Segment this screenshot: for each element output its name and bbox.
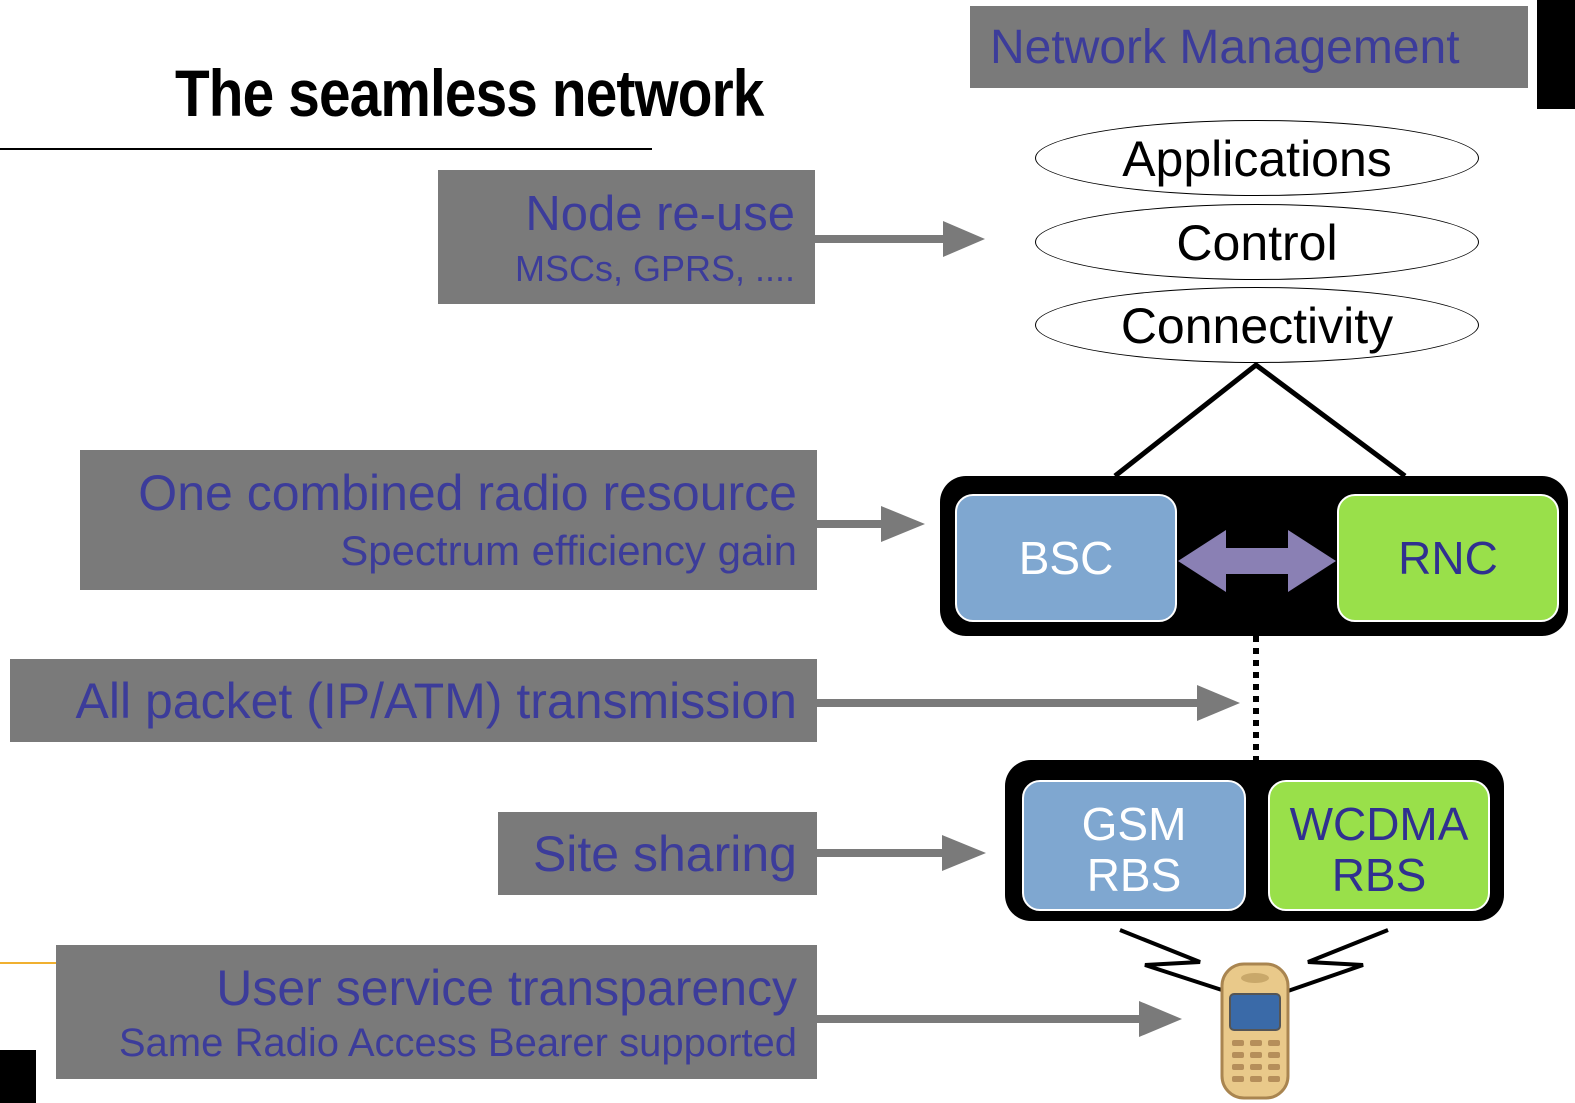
callout-user-transparency: User service transparency Same Radio Acc… bbox=[56, 945, 817, 1079]
callout-packet-transmission-title: All packet (IP/ATM) transmission bbox=[75, 673, 797, 729]
gsm-rbs-line2: RBS bbox=[1086, 848, 1182, 901]
callout-radio-resource-title: One combined radio resource bbox=[138, 465, 797, 521]
wcdma-rbs-line2: RBS bbox=[1331, 848, 1427, 901]
corner-logo-fragment bbox=[1537, 0, 1575, 109]
callout-node-reuse-title: Node re-use bbox=[525, 187, 795, 241]
callout-radio-resource-subtitle: Spectrum efficiency gain bbox=[340, 527, 797, 574]
callout-site-sharing-title: Site sharing bbox=[532, 826, 797, 882]
radio-link-right bbox=[1284, 928, 1389, 994]
callout-user-transparency-title: User service transparency bbox=[216, 960, 797, 1016]
corner-logo-fragment-bottom bbox=[0, 1050, 36, 1103]
gsm-rbs-line1: GSM bbox=[1081, 798, 1187, 850]
gsm-rbs-node: GSM RBS bbox=[1022, 780, 1246, 911]
arrow-packet-transmission bbox=[817, 685, 1240, 721]
callout-user-transparency-subtitle: Same Radio Access Bearer supported bbox=[118, 1021, 797, 1065]
connectivity-branch-lines bbox=[1113, 361, 1407, 479]
arrow-node-reuse bbox=[815, 221, 985, 257]
layer-connectivity: Connectivity bbox=[1035, 287, 1479, 363]
layer-control: Control bbox=[1035, 204, 1479, 280]
arrow-radio-resource bbox=[817, 506, 925, 542]
bsc-rnc-double-arrow bbox=[1178, 530, 1336, 592]
title-underline bbox=[0, 148, 652, 150]
wcdma-rbs-node: WCDMA RBS bbox=[1268, 780, 1490, 911]
layer-applications: Applications bbox=[1035, 120, 1479, 196]
network-management-label: Network Management bbox=[990, 21, 1460, 74]
callout-node-reuse-subtitle: MSCs, GPRS, .... bbox=[514, 248, 795, 289]
callout-packet-transmission: All packet (IP/ATM) transmission bbox=[10, 659, 817, 742]
mobile-phone-icon bbox=[1220, 962, 1290, 1100]
callout-site-sharing: Site sharing bbox=[498, 812, 817, 895]
callout-radio-resource: One combined radio resource Spectrum eff… bbox=[80, 450, 817, 590]
radio-link-left bbox=[1119, 928, 1229, 994]
wcdma-rbs-line1: WCDMA bbox=[1289, 798, 1469, 850]
rnc-node: RNC bbox=[1337, 494, 1559, 622]
arrow-site-sharing bbox=[817, 835, 986, 871]
accent-line bbox=[0, 962, 57, 964]
callout-node-reuse: Node re-use MSCs, GPRS, .... bbox=[438, 170, 815, 304]
network-management-box: Network Management bbox=[970, 6, 1528, 88]
arrow-user-transparency bbox=[817, 1001, 1182, 1037]
bsc-node: BSC bbox=[955, 494, 1177, 622]
slide-title: The seamless network bbox=[175, 56, 764, 130]
